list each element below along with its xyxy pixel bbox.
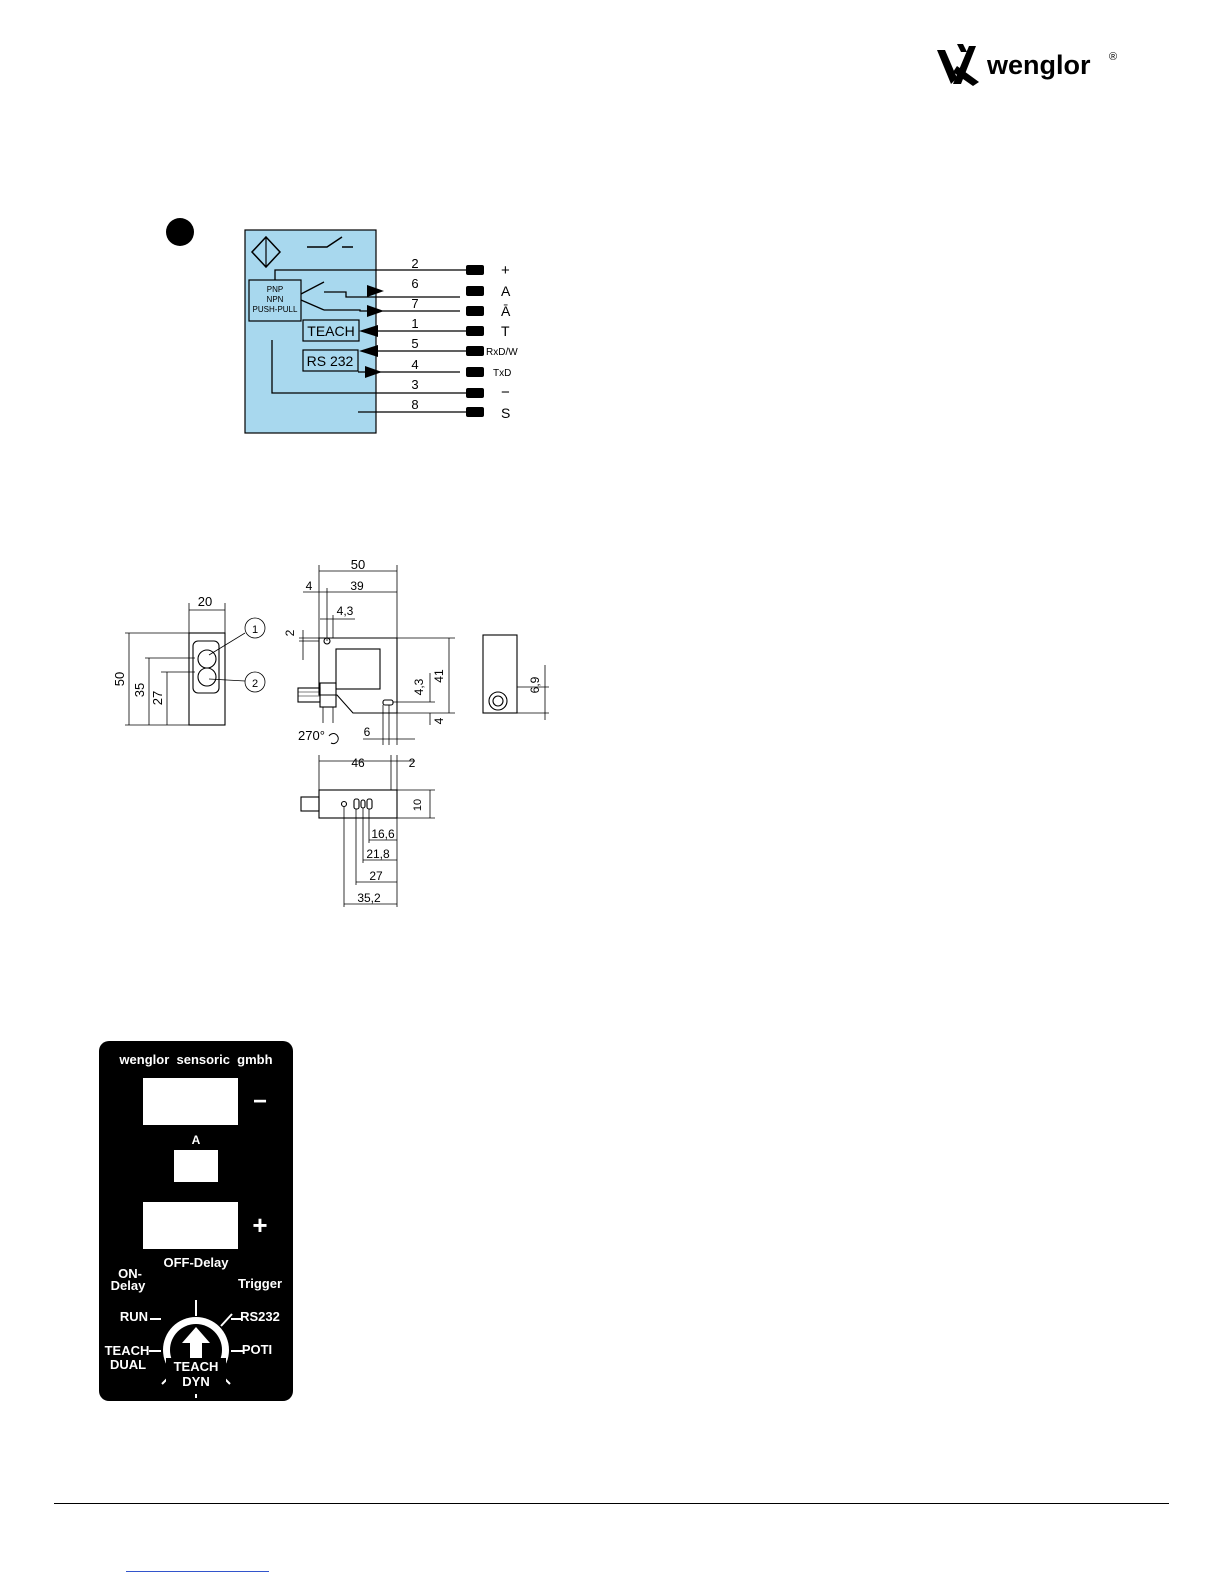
dimension-drawings: 20 50 35 27 1 2 50 4 39 4,3 2 41 4,3 4 6… xyxy=(105,555,565,920)
side-view-window xyxy=(193,641,219,693)
dim-side-height: 50 xyxy=(112,672,127,686)
bottom-view-body xyxy=(319,790,397,818)
pin-label-rxd: RxD/W xyxy=(486,347,518,358)
dial-delay: Delay xyxy=(111,1278,146,1293)
dial-poti: POTI xyxy=(242,1342,272,1357)
callout-2: 2 xyxy=(252,678,258,690)
dim-bottom-16-6: 16,6 xyxy=(371,827,395,841)
pin-number-6: 6 xyxy=(411,276,418,291)
logo-text: wenglor xyxy=(986,50,1091,80)
diagram-bullet xyxy=(166,218,194,246)
dim-bottom-10: 10 xyxy=(412,799,424,811)
dim-bottom-2: 2 xyxy=(409,756,416,770)
pin-label-minus: − xyxy=(501,384,510,401)
dim-front-39: 39 xyxy=(350,579,364,593)
led-a-label: A xyxy=(192,1133,201,1147)
dim-end-6-9: 6,9 xyxy=(528,676,542,693)
dial-teach-dyn-line2: DYN xyxy=(182,1374,209,1389)
minus-symbol: − xyxy=(253,1088,267,1115)
dim-side-width: 20 xyxy=(198,594,212,609)
dial-trigger: Trigger xyxy=(238,1276,282,1291)
pin-label-a: A xyxy=(501,283,511,299)
dim-front-4-3-vertical: 4,3 xyxy=(412,678,426,695)
front-view-window xyxy=(336,649,380,689)
dial-rs232: RS232 xyxy=(240,1309,280,1324)
plus-symbol: + xyxy=(252,1210,267,1240)
pin-label-a-inverted: Ā xyxy=(501,303,511,319)
dim-front-4: 4 xyxy=(306,579,313,593)
dim-bottom-46: 46 xyxy=(351,756,365,770)
pin-number-2: 2 xyxy=(411,256,418,271)
pin-number-7: 7 xyxy=(411,296,418,311)
rotation-arrow-icon xyxy=(329,734,338,744)
teach-label: TEACH xyxy=(307,323,354,339)
footer-rule xyxy=(54,1503,1169,1504)
display-plus-window xyxy=(143,1202,238,1249)
pin-number-5: 5 xyxy=(411,336,418,351)
connector-pads xyxy=(466,265,484,417)
output-push-pull: PUSH-PULL xyxy=(253,305,298,314)
dial-off-delay: OFF-Delay xyxy=(163,1255,229,1270)
display-minus-window xyxy=(143,1078,238,1125)
dial-teach-dual-line2: DUAL xyxy=(110,1357,146,1372)
pin-label-t: T xyxy=(501,323,510,339)
dim-bottom-35-2: 35,2 xyxy=(357,891,381,905)
rs232-label: RS 232 xyxy=(307,353,354,369)
dim-side-35: 35 xyxy=(132,683,147,697)
dim-bottom-21-8: 21,8 xyxy=(366,847,390,861)
pin-number-3: 3 xyxy=(411,377,418,392)
footer-link-underline[interactable] xyxy=(126,1571,269,1572)
dial-teach-dual-line1: TEACH xyxy=(105,1343,150,1358)
dim-front-50: 50 xyxy=(351,557,365,572)
control-panel: wenglor sensoric gmbh − A + OFF-Delay ON… xyxy=(98,1040,294,1402)
end-view-body xyxy=(483,635,517,713)
wenglor-mark-icon xyxy=(937,44,979,86)
dim-front-4-3: 4,3 xyxy=(337,604,354,618)
dim-front-41: 41 xyxy=(432,669,446,683)
dim-front-4-vertical: 4 xyxy=(432,717,446,724)
rotation-label: 270° xyxy=(298,728,325,743)
dim-front-2: 2 xyxy=(283,629,297,636)
side-view-body xyxy=(189,633,225,725)
led-a-window xyxy=(174,1150,218,1182)
pin-number-8: 8 xyxy=(411,397,418,412)
pin-number-1: 1 xyxy=(411,316,418,331)
dim-front-6: 6 xyxy=(364,725,371,739)
pin-number-4: 4 xyxy=(411,357,418,372)
panel-brand: wenglor sensoric gmbh xyxy=(118,1052,272,1067)
pin-label-s: S xyxy=(501,405,510,421)
dial-teach-dyn-line1: TEACH xyxy=(174,1359,219,1374)
pin-label-plus: + xyxy=(501,262,510,279)
output-pnp: PNP xyxy=(267,285,283,294)
wiring-diagram: PNP NPN PUSH-PULL TEACH RS 232 2 6 7 1 5 xyxy=(160,210,540,445)
pin-label-txd: TxD xyxy=(493,368,511,379)
dim-side-27: 27 xyxy=(150,691,165,705)
wenglor-logo: wenglor ® xyxy=(935,42,1125,90)
output-npn: NPN xyxy=(267,295,284,304)
callout-1: 1 xyxy=(252,624,258,636)
dim-bottom-27: 27 xyxy=(369,869,383,883)
logo-registered: ® xyxy=(1109,51,1117,63)
dial-run: RUN xyxy=(120,1309,148,1324)
